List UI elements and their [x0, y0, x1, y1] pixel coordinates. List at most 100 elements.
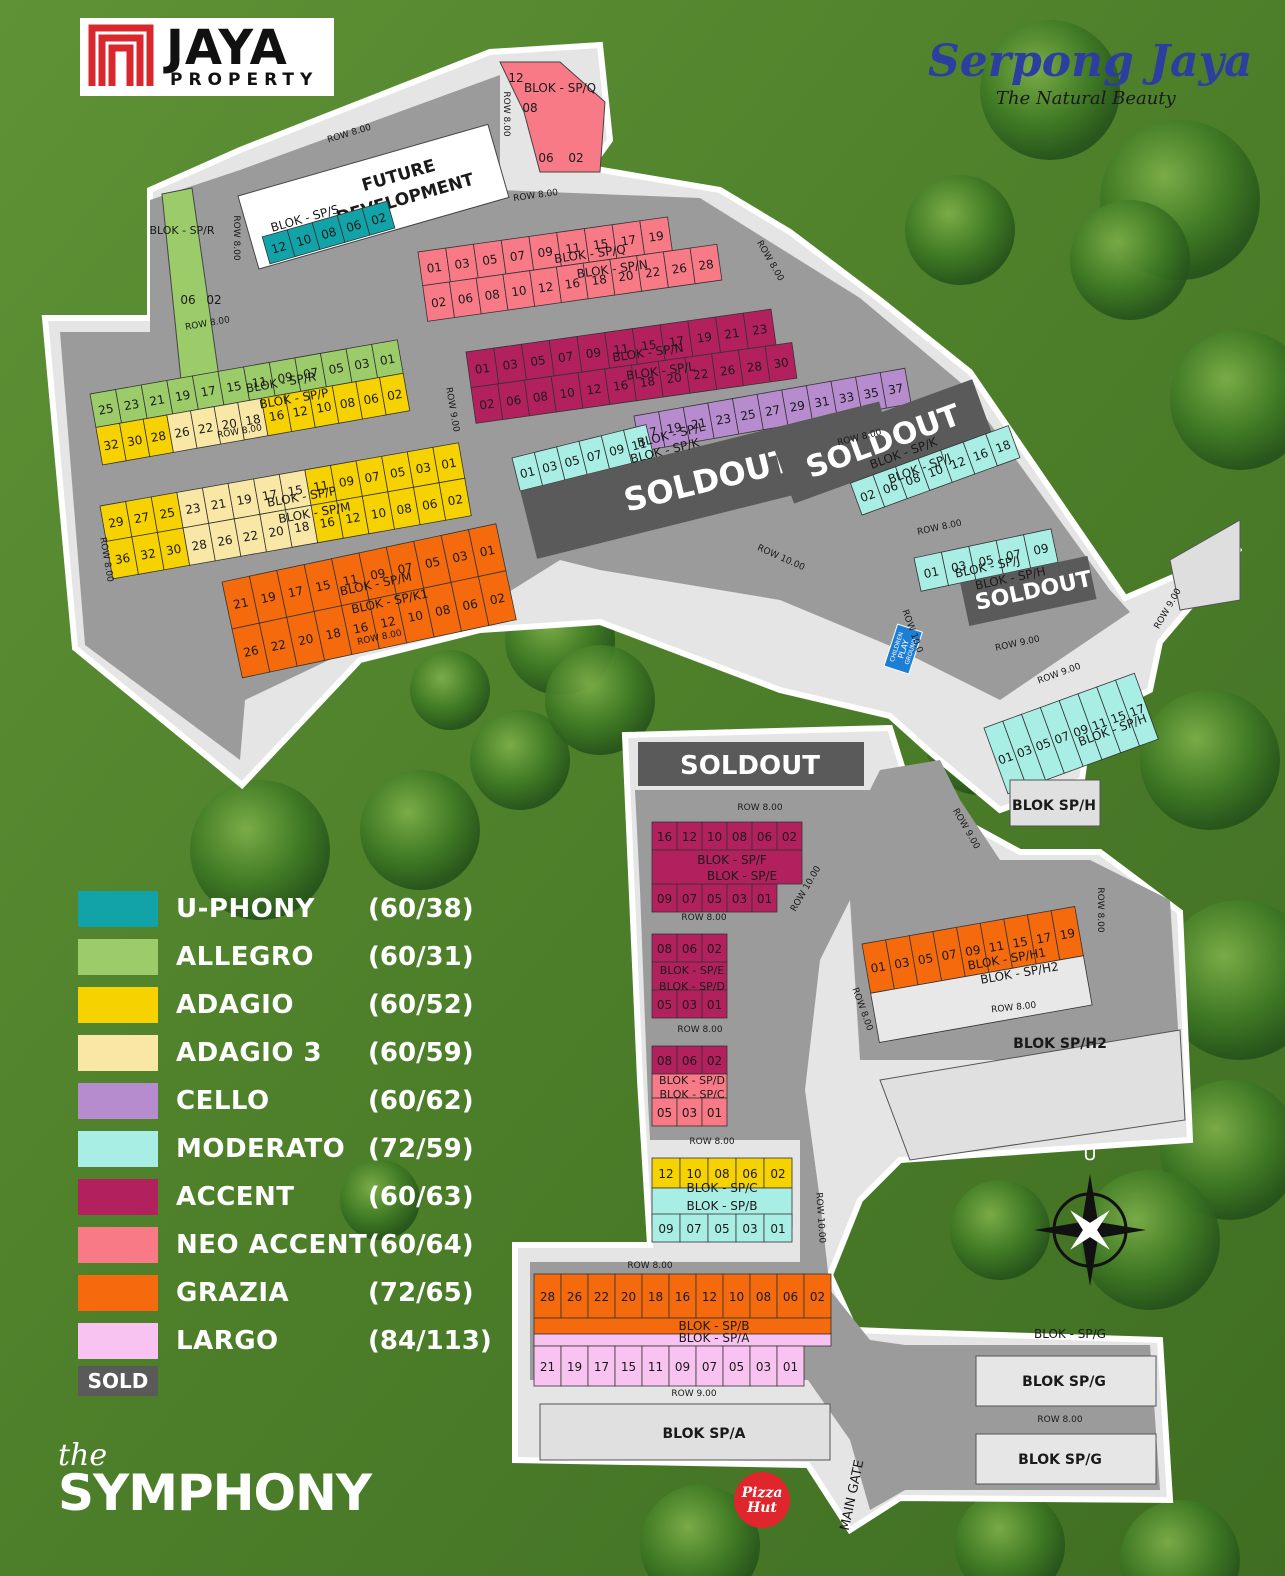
lot-cell [651, 961, 728, 991]
lot-number: 20 [617, 268, 634, 284]
lot-number: 30 [126, 433, 143, 449]
lot-number: 05 [977, 553, 995, 570]
lot-number: 16 [971, 446, 990, 464]
legend-type-size: (60/52) [368, 990, 474, 1020]
lot-cell [701, 933, 728, 963]
lot-number: 12 [949, 454, 968, 472]
lot-cell [701, 1045, 728, 1075]
lot-number: 10 [559, 385, 576, 401]
lot-cell [701, 1097, 728, 1127]
road-label: ROW 8.00 [689, 1137, 734, 1147]
lot-number: 22 [594, 1290, 609, 1304]
lot-number: 06 [362, 391, 379, 407]
lot-number: 10 [926, 462, 945, 480]
legend-type-name: LARGO [176, 1326, 279, 1356]
sp-e-label: BLOK - SP/E [707, 869, 777, 883]
lot-number: 09 [657, 892, 672, 906]
lot-number: 11 [342, 572, 360, 589]
lot-number: 17 [668, 334, 685, 350]
lot-number: 25 [159, 505, 176, 521]
lot-number: 15 [314, 578, 332, 595]
compass-rose-icon: U [1034, 1144, 1146, 1286]
lot-number: 09 [658, 1222, 673, 1236]
lot-number: 10 [295, 232, 314, 250]
lot-number: 06 [180, 293, 195, 307]
lot-number: 09 [276, 370, 293, 386]
lot-number: 25 [739, 407, 756, 423]
legend-swatch [78, 987, 158, 1023]
lot-number: 02 [478, 397, 495, 413]
lot-number: 02 [370, 210, 389, 228]
sp-h-plain-label: BLOK SP/H [1012, 798, 1096, 814]
legend-type-size: (60/31) [368, 942, 474, 972]
lot-number: 18 [639, 374, 656, 390]
lot-number: 28 [540, 1290, 555, 1304]
lot-number: 17 [261, 487, 278, 503]
lot-number: 06 [538, 151, 553, 165]
lot-number: 09 [338, 474, 355, 490]
legend-item: ACCENT(60/63) [78, 1178, 474, 1216]
legend-type-size: (60/63) [368, 1182, 474, 1212]
legend-type-name: ADAGIO [176, 990, 294, 1020]
tree-canopy [950, 1180, 1050, 1280]
lot-number: 09 [608, 442, 626, 459]
lot-number: 07 [686, 1222, 701, 1236]
lot-number: 06 [757, 830, 772, 844]
legend-type-size: (72/59) [368, 1134, 474, 1164]
tree-canopy [1140, 690, 1280, 830]
tree-canopy [980, 20, 1120, 160]
lot-number: 32 [102, 437, 119, 453]
lot-number: 08 [339, 395, 356, 411]
lot-number: 06 [345, 217, 364, 235]
lot-cell [560, 1273, 589, 1319]
lot-number: 17 [1128, 701, 1147, 719]
lot-number: 05 [707, 892, 722, 906]
lot-number: 08 [395, 501, 412, 517]
lot-number: 03 [756, 1360, 771, 1374]
lot-number: 30 [165, 542, 182, 558]
lot-number: 03 [541, 458, 559, 475]
lot-number: 09 [369, 566, 387, 583]
lot-number: 07 [702, 1360, 717, 1374]
lot-number: 12 [292, 404, 309, 420]
lot-number: 06 [457, 291, 474, 307]
legend-swatch [78, 891, 158, 927]
lot-cell [641, 1273, 670, 1319]
lot-number: 07 [396, 560, 414, 577]
lot-number: 10 [510, 283, 527, 299]
sp-g-plain-area [975, 1355, 1157, 1407]
legend-type-name: ADAGIO 3 [176, 1038, 323, 1068]
lot-number: 05 [714, 1222, 729, 1236]
lot-number: 11 [630, 436, 648, 453]
lot-number: 16 [657, 830, 672, 844]
lot-number: 08 [714, 1167, 729, 1181]
sp-c-label: BLOK - SP/C [659, 1088, 724, 1101]
road-label: ROW 10.00 [813, 1192, 827, 1244]
lot-number: 08 [532, 389, 549, 405]
lot-number: 22 [692, 367, 709, 383]
lot-number: 36 [114, 551, 131, 567]
lot-number: 09 [964, 943, 981, 959]
lot-number: 03 [682, 1106, 697, 1120]
lot-cell [1115, 672, 1159, 747]
developer-name: JAYA [166, 20, 288, 76]
lot-number: 28 [698, 257, 715, 273]
lot-number: 07 [585, 447, 603, 464]
lot-number: 06 [421, 496, 438, 512]
cluster-name: SYMPHONY [58, 1464, 372, 1522]
lot-number: 27 [133, 510, 150, 526]
lot-number: 01 [770, 1222, 785, 1236]
sp-g-plain-label: BLOK SP/G [1022, 1374, 1106, 1390]
lot-number: 23 [715, 411, 732, 427]
lot-cell [676, 821, 703, 851]
lot-number: 26 [173, 424, 190, 440]
lot-number: 22 [242, 528, 259, 544]
developer-subtitle: PROPERTY [170, 70, 319, 90]
tree-canopy [340, 1160, 420, 1240]
lot-cell [751, 883, 778, 913]
